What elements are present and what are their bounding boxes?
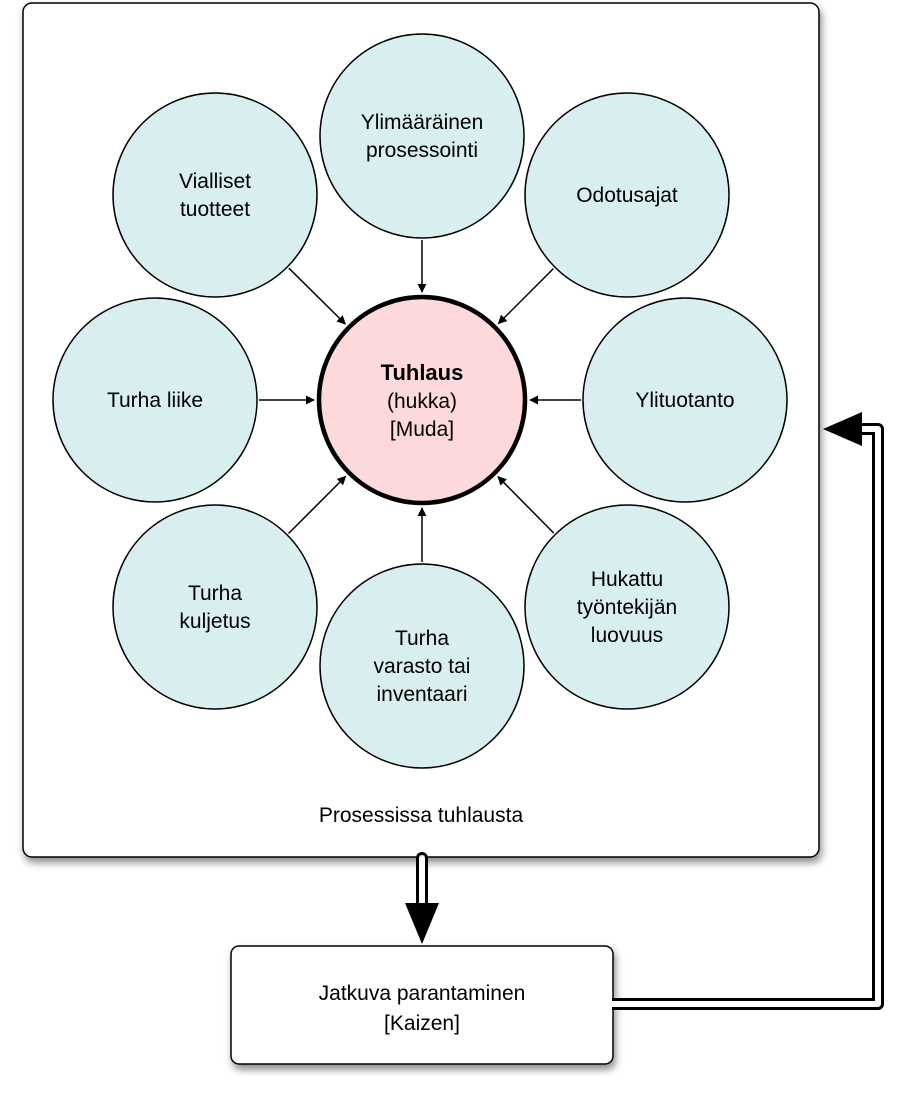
waste-label-overprocessing-1: prosessointi bbox=[366, 139, 478, 162]
center-title: Tuhlaus bbox=[381, 360, 464, 385]
arrow-unused-talent bbox=[497, 476, 555, 534]
waste-label-defects-0: Vialliset bbox=[179, 170, 251, 193]
waste-circle-waiting bbox=[524, 92, 730, 298]
waste-label-unused-talent-0: Hukattu bbox=[591, 568, 663, 591]
center-circle bbox=[316, 294, 528, 506]
waste-label-unused-talent-2: luovuus bbox=[591, 624, 663, 647]
waste-label-inventory-2: inventaari bbox=[376, 683, 467, 706]
center-line2: (hukka) bbox=[387, 390, 457, 413]
waste-circle-inventory bbox=[319, 563, 525, 769]
waste-label-defects-1: tuotteet bbox=[180, 198, 250, 221]
waste-circle-overprocessing bbox=[319, 33, 525, 239]
waste-label-inventory-1: varasto tai bbox=[374, 655, 471, 678]
waste-node-unused-talent: Hukattu työntekijän luovuus bbox=[524, 504, 730, 710]
waste-circle-defects bbox=[112, 92, 318, 298]
waste-label-motion-0: Turha liike bbox=[107, 389, 203, 412]
waste-node-overprocessing: Ylimääräinen prosessointi bbox=[319, 33, 525, 239]
waste-label-transport-0: Turha bbox=[188, 582, 242, 605]
feedback-double-arrow bbox=[612, 412, 884, 1010]
down-double-arrow bbox=[405, 852, 439, 944]
waste-circle-transport bbox=[112, 504, 318, 710]
process-label: Prosessissa tuhlausta bbox=[319, 804, 524, 827]
waste-circle-unused-talent bbox=[524, 504, 730, 710]
waste-label-inventory-0: Turha bbox=[395, 627, 449, 650]
arrow-transport bbox=[287, 475, 347, 535]
center-node: Tuhlaus (hukka) [Muda] bbox=[316, 294, 528, 506]
arrow-waiting bbox=[497, 267, 555, 325]
waste-label-overproduction-0: Ylituotanto bbox=[635, 389, 734, 412]
waste-node-overproduction: Ylituotanto bbox=[582, 297, 788, 503]
waste-circle-overproduction bbox=[582, 297, 788, 503]
waste-label-transport-1: kuljetus bbox=[179, 610, 250, 633]
waste-node-defects: Vialliset tuotteet bbox=[112, 92, 318, 298]
waste-circles: Ylimääräinen prosessointiOdotusajatYlituo… bbox=[52, 33, 788, 769]
waste-label-waiting-0: Odotusajat bbox=[576, 184, 678, 207]
waste-node-transport: Turha kuljetus bbox=[112, 504, 318, 710]
waste-label-unused-talent-1: työntekijän bbox=[577, 596, 677, 619]
waste-node-motion: Turha liike bbox=[52, 297, 258, 503]
waste-circle-motion bbox=[52, 297, 258, 503]
waste-node-waiting: Odotusajat bbox=[524, 92, 730, 298]
kaizen-box: Jatkuva parantaminen [Kaizen] bbox=[230, 945, 614, 1065]
waste-node-inventory: Turha varasto tai inventaari bbox=[319, 563, 525, 769]
kaizen-line2: [Kaizen] bbox=[384, 1012, 460, 1035]
arrow-defects bbox=[288, 267, 346, 325]
kaizen-line1: Jatkuva parantaminen bbox=[319, 982, 526, 1005]
waste-label-overprocessing-0: Ylimääräinen bbox=[361, 111, 484, 134]
center-line3: [Muda] bbox=[390, 418, 454, 441]
kaizen-rect bbox=[230, 945, 614, 1065]
waste-arrows bbox=[259, 240, 581, 562]
